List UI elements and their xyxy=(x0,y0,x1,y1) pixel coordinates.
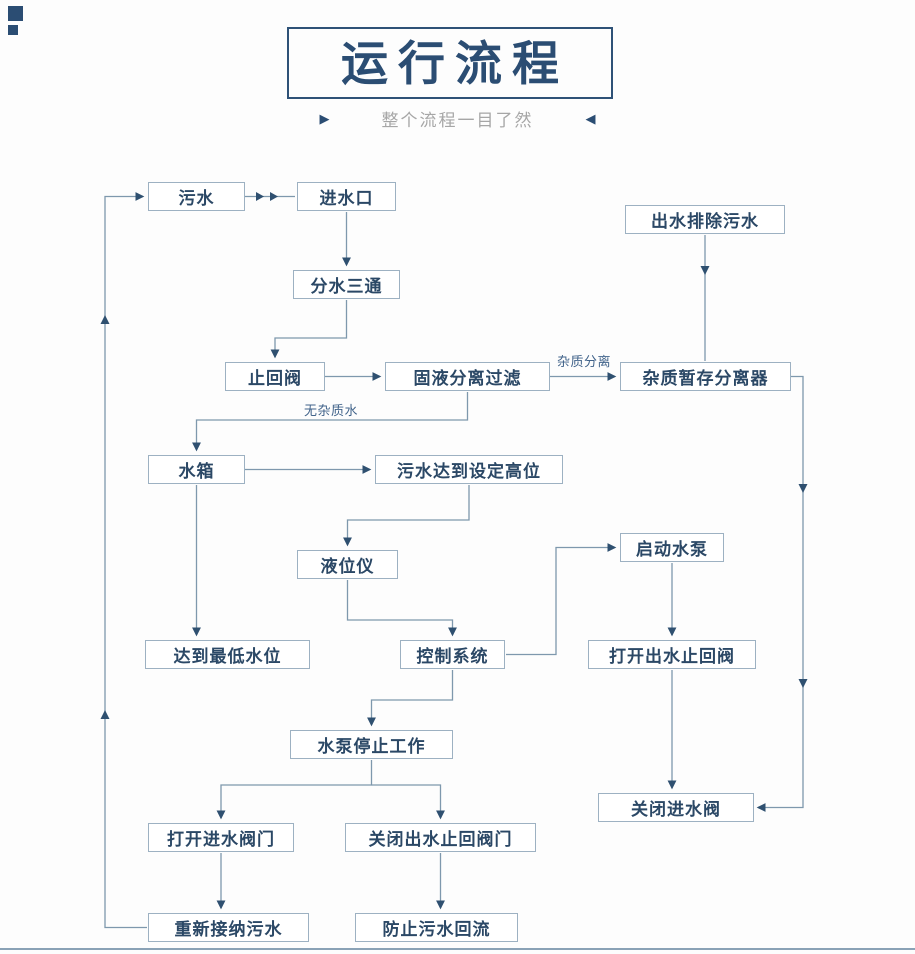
node-open-outlet-valve: 打开出水止回阀 xyxy=(588,640,756,669)
node-reaccept-sewage: 重新接纳污水 xyxy=(148,913,309,942)
edge-control-to-pumpstop xyxy=(366,670,454,727)
node-sewage: 污水 xyxy=(148,182,245,211)
edge-gauge-to-control xyxy=(346,580,458,637)
node-close-inlet-valve: 关闭进水阀 xyxy=(598,793,754,822)
decor-square-large xyxy=(8,6,23,21)
edge-control-to-startpump xyxy=(506,542,617,656)
edge-label-impurity-free-water: 无杂质水 xyxy=(303,403,358,418)
bottom-divider xyxy=(0,948,915,950)
node-level-gauge: 液位仪 xyxy=(297,550,398,579)
node-impurity-separator: 杂质暂存分离器 xyxy=(620,362,791,391)
decor-square-small xyxy=(8,25,18,35)
edge-sewage-to-inlet xyxy=(245,192,295,201)
edge-label-impurity-separation: 杂质分离 xyxy=(556,354,611,369)
edge-separator-to-closeinlet xyxy=(756,375,808,813)
edge-outlet-to-separator xyxy=(700,235,710,361)
node-solid-liquid-filter: 固液分离过滤 xyxy=(385,362,550,391)
node-check-valve: 止回阀 xyxy=(225,362,325,391)
node-prevent-backflow: 防止污水回流 xyxy=(355,913,518,942)
page-title: 运行流程 xyxy=(341,36,569,90)
node-outlet-discharge: 出水排除污水 xyxy=(625,205,785,234)
edge-filter-to-tank xyxy=(191,392,469,452)
edge-pumpstop-to-closeoutlet xyxy=(371,784,446,820)
title-box: 运行流程 xyxy=(287,27,613,99)
edge-tee-to-checkvalve xyxy=(270,300,348,359)
node-low-level: 达到最低水位 xyxy=(145,640,310,669)
node-high-level: 污水达到设定高位 xyxy=(375,455,563,484)
node-water-tank: 水箱 xyxy=(148,455,245,484)
subtitle-text: 整个流程一目了然 xyxy=(381,110,534,130)
edge-reaccept-loop-to-sewage xyxy=(100,191,147,929)
triangle-right-icon: ▶ xyxy=(319,110,330,126)
subtitle-row: ▶ 整个流程一目了然 ◀ xyxy=(0,106,915,130)
triangle-left-icon: ◀ xyxy=(585,110,596,126)
node-water-inlet: 进水口 xyxy=(297,182,396,211)
node-start-pump: 启动水泵 xyxy=(620,533,724,562)
node-close-outlet-valve: 关闭出水止回阀门 xyxy=(345,823,536,852)
node-open-inlet-valve: 打开进水阀门 xyxy=(148,823,294,852)
edge-pumpstop-to-openinlet xyxy=(216,760,373,820)
node-water-tee: 分水三通 xyxy=(293,270,400,299)
node-pump-stop: 水泵停止工作 xyxy=(290,730,453,759)
node-control-system: 控制系统 xyxy=(400,640,505,669)
edge-highlevel-to-gauge xyxy=(342,485,470,547)
